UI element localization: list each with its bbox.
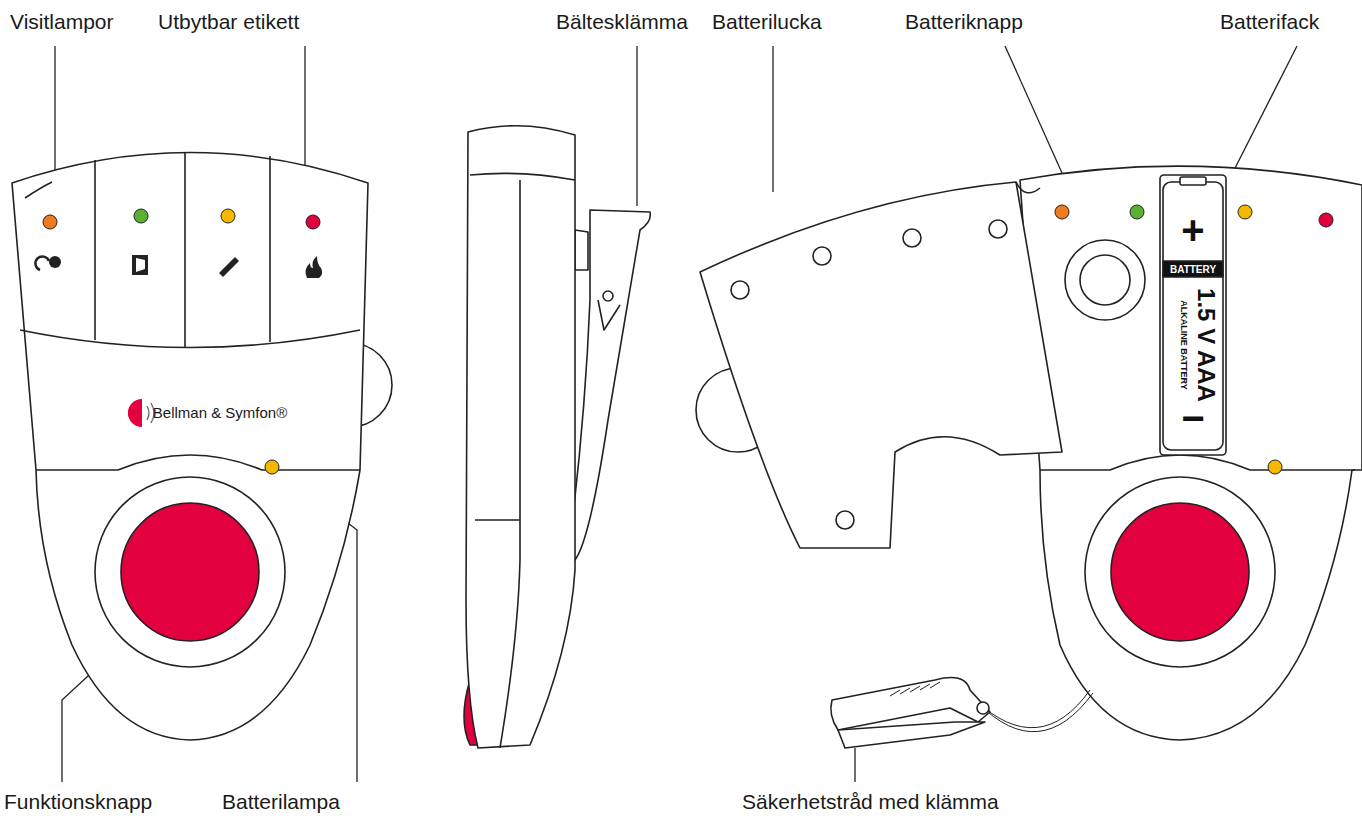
part-label: Funktionsknapp [4,790,152,813]
battery-minus: − [1181,396,1204,440]
battery-type: ALKALINE BATTERY [1178,300,1188,390]
part-label: Batterifack [1220,10,1319,33]
brand-logo-text: Bellman & Symfon® [153,405,287,422]
battery-plus: + [1181,208,1204,252]
battery-band-text: BATTERY [1170,264,1216,275]
part-label: Säkerhetstråd med klämma [742,790,999,813]
part-label: Batteriknapp [905,10,1023,33]
battery-voltage: 1.5 V AAA [1193,288,1219,402]
part-label: Visitlampor [10,10,113,33]
part-label: Utbytbar etikett [158,10,299,33]
part-label: Bältesklämma [556,10,688,33]
part-label: Batterilampa [222,790,340,813]
part-label: Batterilucka [712,10,822,33]
